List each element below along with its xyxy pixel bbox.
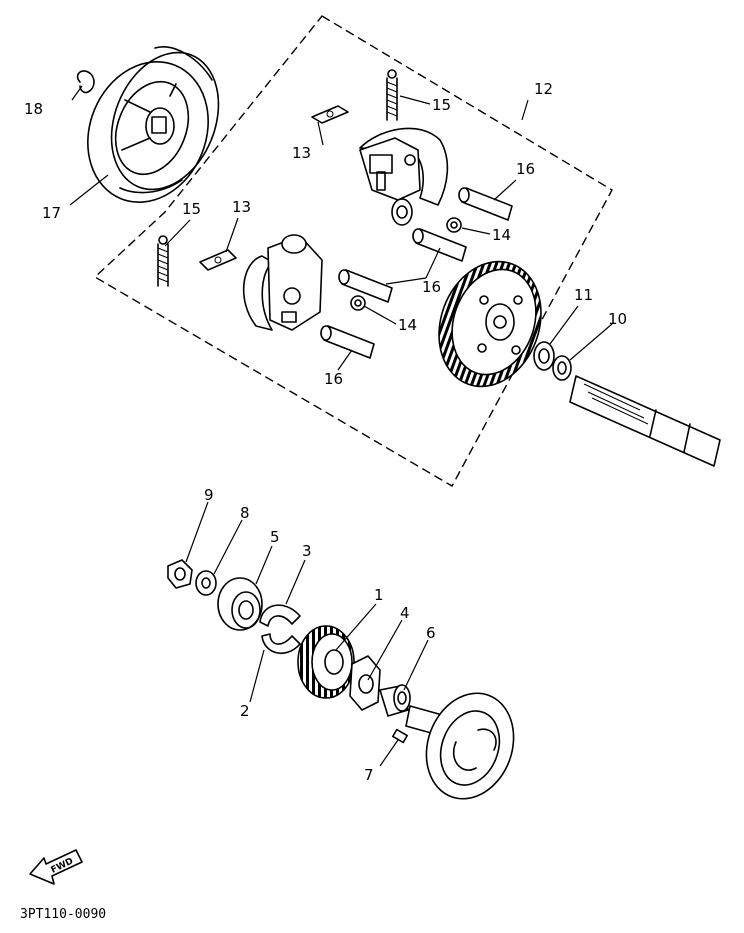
pin-part-16-c bbox=[338, 269, 393, 303]
clutch-drive-gear bbox=[438, 260, 542, 388]
callout-3: 3 bbox=[302, 542, 312, 560]
spring-part-15-left bbox=[157, 235, 169, 287]
clutch-housing-part-17 bbox=[87, 46, 220, 204]
callout-15-upper: 15 bbox=[432, 96, 451, 114]
pin-part-16-a bbox=[458, 187, 513, 221]
callout-16-b: 16 bbox=[422, 278, 441, 296]
half-ring-part-2 bbox=[261, 633, 301, 655]
callout-4: 4 bbox=[400, 604, 410, 622]
washer-part-8 bbox=[195, 570, 217, 596]
primary-shaft bbox=[569, 375, 721, 467]
callout-14-a: 14 bbox=[492, 226, 511, 244]
clutch-group-outline bbox=[93, 15, 613, 487]
callout-11: 11 bbox=[574, 286, 593, 304]
callout-8: 8 bbox=[240, 504, 250, 522]
washer-part-11 bbox=[533, 341, 555, 371]
washer-part-10 bbox=[552, 355, 572, 381]
leader-lines-lower bbox=[185, 501, 429, 767]
hub-part-5 bbox=[217, 577, 263, 631]
clutch-shoe-upper bbox=[359, 127, 449, 226]
spring-plate-part-13-left bbox=[199, 249, 237, 271]
callout-2: 2 bbox=[240, 702, 250, 720]
callout-17: 17 bbox=[42, 204, 61, 222]
callout-14-b: 14 bbox=[398, 316, 417, 334]
roller-part-14-b bbox=[350, 295, 366, 311]
callout-1: 1 bbox=[374, 586, 384, 604]
gear-part-1 bbox=[297, 625, 355, 699]
callout-16-c: 16 bbox=[324, 370, 343, 388]
circlip-part-18 bbox=[76, 70, 95, 94]
clutch-shoe-lower bbox=[242, 234, 323, 331]
washer-part-4 bbox=[349, 655, 381, 711]
spring-part-15-upper bbox=[386, 69, 398, 121]
fwd-arrow-icon: FWD bbox=[29, 849, 83, 885]
callout-9: 9 bbox=[204, 486, 214, 504]
diagram-code: 3PT110-0090 bbox=[20, 907, 106, 922]
starter-drum bbox=[405, 692, 515, 800]
callout-18: 18 bbox=[24, 100, 43, 118]
key-part-7 bbox=[392, 728, 408, 744]
pin-part-16-d bbox=[320, 325, 375, 359]
callout-7: 7 bbox=[364, 766, 374, 784]
callout-15-left: 15 bbox=[182, 200, 201, 218]
callout-13-left: 13 bbox=[232, 198, 251, 216]
callout-5: 5 bbox=[270, 528, 280, 546]
callout-12: 12 bbox=[534, 80, 553, 98]
leader-lines-upper bbox=[69, 85, 613, 371]
callout-16-a: 16 bbox=[516, 160, 535, 178]
nut-part-9 bbox=[167, 559, 193, 589]
callout-13-upper: 13 bbox=[292, 144, 311, 162]
bushing-part-6 bbox=[379, 684, 411, 717]
half-ring-part-3 bbox=[259, 604, 301, 627]
callout-6: 6 bbox=[426, 624, 436, 642]
spring-plate-part-13-upper bbox=[311, 105, 349, 124]
callout-10: 10 bbox=[608, 310, 627, 328]
pin-part-16-b bbox=[412, 228, 467, 262]
roller-part-14-a bbox=[446, 217, 462, 233]
